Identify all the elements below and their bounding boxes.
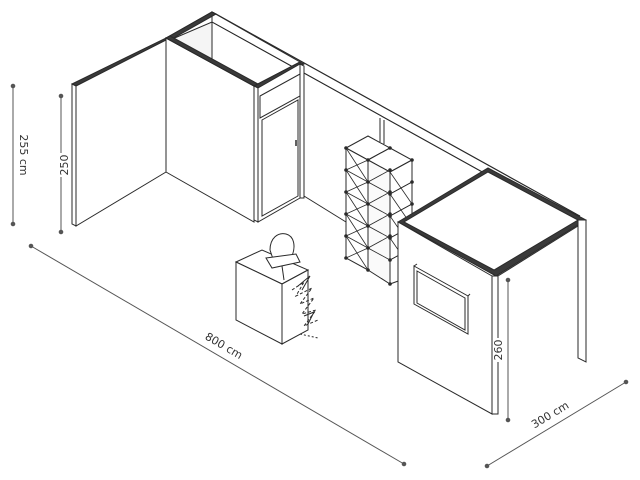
dim-text-260: 260 [492,340,505,361]
storage-room [164,11,306,223]
dim-label-250: 250 [58,153,71,177]
dim-text-800: 800 cm [203,330,245,362]
chair [265,233,301,281]
left-side-wall [70,37,172,227]
dim-label-300: 300 cm [529,399,571,431]
dim-text-300: 300 cm [529,399,571,431]
dim-text-250: 250 [58,155,71,176]
dim-label-800: 800 cm [203,330,245,362]
dim-text-255: 255 cm [17,134,30,175]
cube-shelf [344,135,414,286]
monitor [413,263,471,335]
dim-label-255: 255 cm [17,134,30,176]
dimension-lines [10,83,629,469]
dim-label-260: 260 [492,338,505,362]
